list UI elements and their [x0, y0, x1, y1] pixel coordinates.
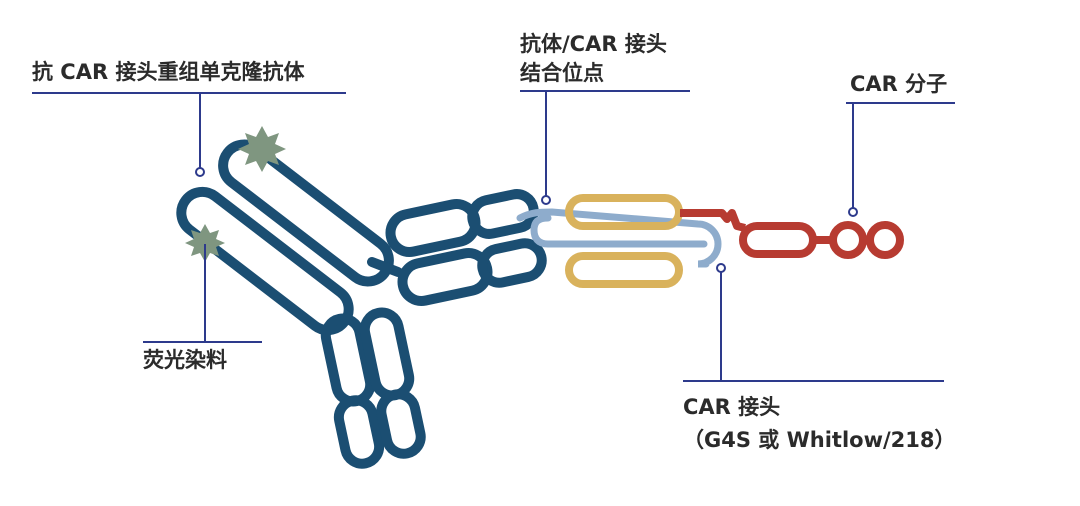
car-linker	[516, 208, 722, 268]
fab-domain-3	[397, 248, 493, 306]
leader-car-dot	[848, 207, 858, 217]
leader-antibody-dot	[195, 167, 205, 177]
fab-domain-2	[467, 189, 539, 239]
label-binding-site-line2: 结合位点	[520, 61, 604, 85]
label-fluorescent-dye: 荧光染料	[143, 348, 227, 372]
fab-domain-4	[477, 238, 547, 288]
car-domain-upper	[565, 194, 683, 230]
car-domain-lower	[565, 252, 683, 288]
antibody-hinge	[367, 257, 403, 277]
car-tail-ring-1	[829, 221, 867, 259]
fluorescent-dye-star-1	[238, 126, 286, 172]
car-tail-domain	[739, 222, 817, 258]
fc-domain-4	[376, 389, 426, 459]
label-binding-site-line1: 抗体/CAR 接头	[520, 32, 667, 56]
antibody-light-chain	[218, 139, 394, 287]
leader-binding-dot	[541, 195, 551, 205]
car-tail	[680, 209, 904, 259]
fc-domain-3	[333, 395, 385, 469]
car-domains	[565, 194, 683, 288]
label-antibody: 抗 CAR 接头重组单克隆抗体	[32, 60, 305, 84]
label-car-linker: CAR 接头 （G4S 或 Whitlow/218）	[683, 391, 955, 457]
label-car-linker-line2: （G4S 或 Whitlow/218）	[683, 428, 956, 452]
car-tail-ring-2	[866, 221, 904, 259]
antibody	[176, 139, 547, 469]
label-car-linker-line1: CAR 接头	[683, 395, 781, 419]
car-tail-connector	[680, 209, 746, 232]
fab-domain-1	[385, 199, 481, 257]
fluorescent-dye-star-2	[185, 224, 225, 262]
leader-lines	[32, 90, 955, 382]
leader-linker-dot	[716, 263, 726, 273]
label-binding-site: 抗体/CAR 接头 结合位点	[520, 30, 667, 88]
label-car-molecule: CAR 分子	[850, 72, 948, 96]
